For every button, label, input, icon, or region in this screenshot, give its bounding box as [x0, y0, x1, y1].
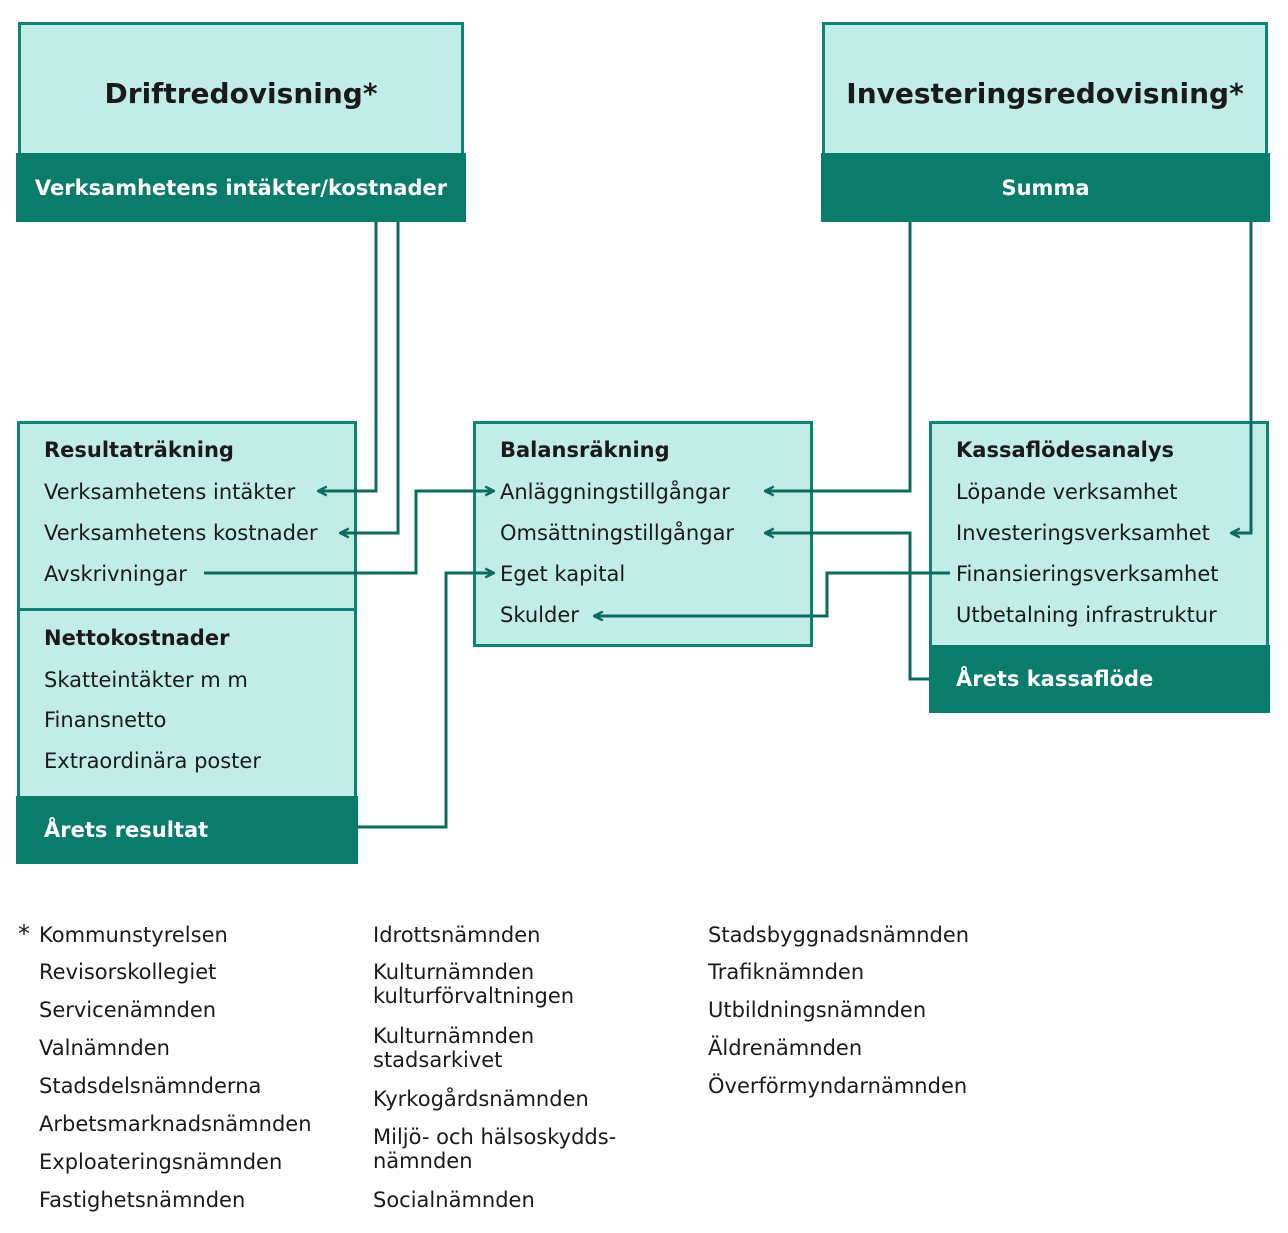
line-drift-to-kostnader [340, 222, 400, 533]
balansrakning-box [473, 421, 813, 647]
kassa-item-investering: Investeringsverksamhet [956, 521, 1210, 545]
resultatrakning-heading: Resultaträkning [44, 438, 234, 462]
line-avskrivningar-to-anlaggning [204, 491, 494, 575]
kassa-item-utbetalning: Utbetalning infrastruktur [956, 603, 1217, 627]
balans-item-eget-kapital: Eget kapital [500, 562, 626, 586]
line-drift-to-intakter [318, 222, 378, 491]
legend-item: Miljö- och hälsoskydds- nämnden [373, 1125, 617, 1173]
line-finansiering-to-skulder [594, 571, 950, 616]
resultat-item-kostnader: Verksamhetens kostnader [44, 521, 318, 545]
kassa-item-finansiering: Finansieringsverksamhet [956, 562, 1223, 586]
arets-kassaflode-label: Årets kassaflöde [956, 667, 1154, 691]
legend-item: Stadsbyggnadsnämnden [708, 923, 970, 947]
legend-item: Trafiknämnden [708, 960, 865, 984]
balans-item-skulder: Skulder [500, 603, 579, 627]
kassaflodesanalys-heading: Kassaflödesanalys [956, 438, 1175, 462]
legend-item: Arbetsmarknadsnämnden [39, 1112, 312, 1136]
arets-kassaflode-band: Årets kassaflöde [929, 645, 1270, 713]
netto-item-extraordinara: Extraordinära poster [44, 749, 261, 773]
legend-item: Kyrkogårdsnämnden [373, 1087, 589, 1111]
balans-item-omsattningstillgangar: Omsättningstillgångar [500, 521, 735, 545]
balansrakning-heading: Balansräkning [500, 438, 670, 462]
legend-item: Socialnämnden [373, 1188, 535, 1212]
investeringsredovisning-box: Investeringsredovisning* [822, 22, 1268, 156]
investeringsredovisning-band-label: Summa [1001, 175, 1090, 200]
driftredovisning-title: Driftredovisning* [104, 77, 378, 110]
line-kassaflode-to-omsattning [765, 533, 929, 681]
netto-item-skatteintakter: Skatteintäkter m m [44, 668, 248, 692]
legend-item: Överförmyndarnämnden [708, 1074, 968, 1098]
line-resultat-to-eget-kapital [358, 573, 494, 829]
kassaflodesanalys-box [929, 421, 1269, 649]
driftredovisning-box: Driftredovisning* [18, 22, 464, 156]
legend-item: Servicenämnden [39, 998, 217, 1022]
legend-item: Valnämnden [39, 1036, 170, 1060]
driftredovisning-band: Verksamhetens intäkter/kostnader [16, 153, 466, 222]
driftredovisning-band-label: Verksamhetens intäkter/kostnader [34, 175, 448, 200]
resultat-item-intakter: Verksamhetens intäkter [44, 480, 296, 504]
arets-resultat-band: Årets resultat [16, 796, 358, 864]
legend-item: Fastighetsnämnden [39, 1188, 246, 1212]
legend-item: Utbildningsnämnden [708, 998, 927, 1022]
legend-item: Kulturnämnden stadsarkivet [373, 1024, 535, 1072]
investeringsredovisning-title: Investeringsredovisning* [846, 77, 1244, 110]
legend-item: Stadsdelsnämnderna [39, 1074, 262, 1098]
legend-item: Revisorskollegiet [39, 960, 217, 984]
legend-item: Kommunstyrelsen [39, 923, 228, 947]
legend-item: Äldrenämnden [708, 1036, 863, 1060]
line-summa-to-anlaggning [765, 222, 912, 491]
netto-item-finansnetto: Finansnetto [44, 708, 167, 732]
nettokostnader-heading: Nettokostnader [44, 626, 230, 650]
legend-marker: * [18, 920, 30, 948]
line-summa-to-investering [1231, 222, 1253, 533]
kassa-item-lopande: Löpande verksamhet [956, 480, 1178, 504]
investeringsredovisning-band: Summa [821, 153, 1270, 222]
legend-item: Kulturnämnden kulturförvaltningen [373, 960, 575, 1008]
legend-item: Idrottsnämnden [373, 923, 541, 947]
arets-resultat-label: Årets resultat [44, 818, 209, 842]
balans-item-anlaggningstillgangar: Anläggningstillgångar [500, 480, 730, 504]
resultat-item-avskrivningar: Avskrivningar [44, 562, 187, 586]
legend-item: Exploateringsnämnden [39, 1150, 283, 1174]
